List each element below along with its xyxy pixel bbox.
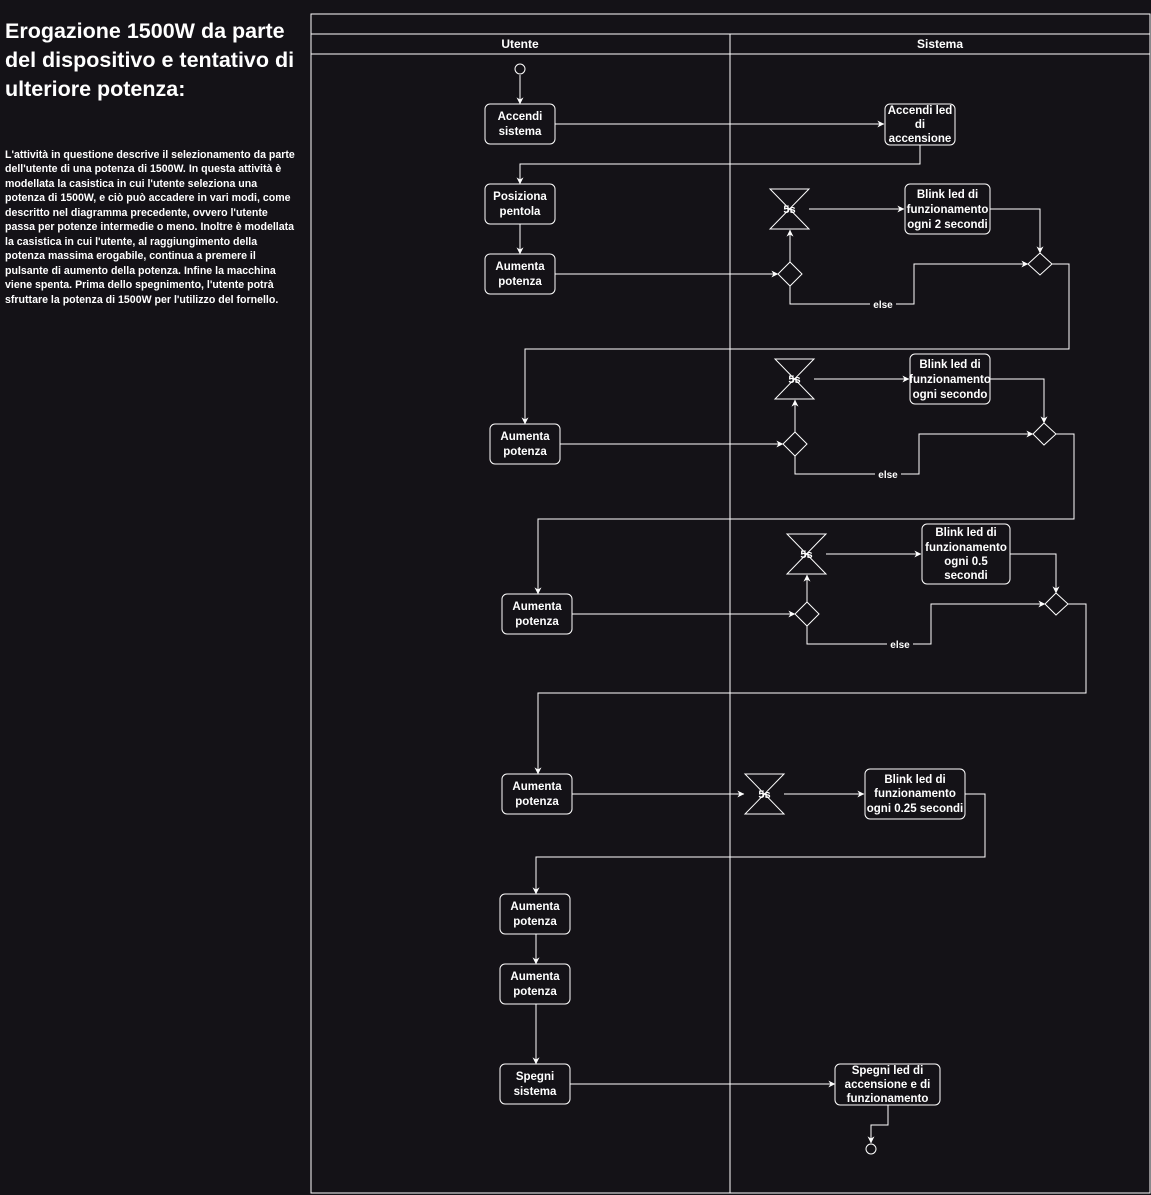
action-aumenta-potenza xyxy=(499,963,571,1005)
action-spegni-sistema xyxy=(499,1063,571,1105)
timer-label: 5s xyxy=(800,549,812,561)
guard-else: else xyxy=(890,640,910,651)
merge-node xyxy=(1027,252,1053,276)
action-blink-led xyxy=(904,183,991,235)
decision-node xyxy=(777,261,803,287)
final-node xyxy=(865,1143,877,1155)
hourglass-timer-icon xyxy=(785,533,828,575)
activity-description: L'attività in questione descrive il sele… xyxy=(5,149,295,306)
decision-node xyxy=(794,601,820,627)
action-blink-led xyxy=(909,353,991,405)
guard-else: else xyxy=(873,300,893,311)
hourglass-timer-icon xyxy=(773,358,816,400)
guard-else: else xyxy=(878,470,898,481)
decision-nodes xyxy=(777,252,1069,627)
timer-label: 5s xyxy=(783,204,795,216)
timer-label: 5s xyxy=(788,374,800,386)
timer-label: 5s xyxy=(758,789,770,801)
hourglass-timer-icon xyxy=(768,188,811,230)
lane-header-utente: Utente xyxy=(501,37,539,51)
action-aumenta-potenza xyxy=(501,773,573,815)
lane-header-sistema: Sistema xyxy=(917,37,963,51)
action-blink-led xyxy=(921,523,1011,585)
action-aumenta-potenza xyxy=(489,423,561,465)
page-title: Erogazione 1500W da parte del dispositiv… xyxy=(5,19,295,101)
decision-node xyxy=(782,431,808,457)
action-aumenta-potenza xyxy=(499,893,571,935)
action-accendi-sistema xyxy=(484,103,556,145)
action-aumenta-potenza xyxy=(501,593,573,635)
action-aumenta-potenza xyxy=(484,253,556,295)
action-spegni-led xyxy=(834,1063,941,1106)
action-blink-led xyxy=(864,768,966,820)
action-nodes xyxy=(484,103,1011,1106)
merge-node xyxy=(1032,422,1057,446)
guard-labels: else else else xyxy=(870,299,913,651)
hourglass-timer-icon xyxy=(743,773,786,815)
action-accendi-led xyxy=(884,103,956,146)
initial-node xyxy=(514,63,526,75)
merge-node xyxy=(1044,592,1069,616)
flow-connectors xyxy=(516,75,1087,1144)
action-posiziona-pentola xyxy=(484,183,556,225)
